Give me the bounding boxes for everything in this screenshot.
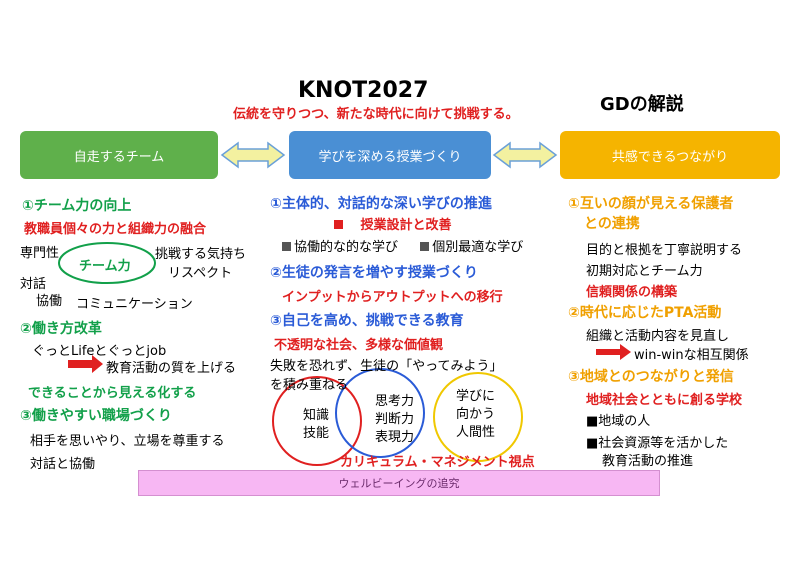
word-collaboration: 協働 (36, 294, 63, 309)
circle1-line1: 知識 (303, 408, 330, 423)
left-heading-1: ①チーム力の向上 (22, 198, 132, 214)
left-h3-line2: 対話と協働 (30, 457, 96, 472)
mid-h1-item-a: 協働的な的な学び (294, 240, 399, 255)
right-heading-1a: ①互いの顔が見える保護者 (568, 196, 734, 212)
right-h3-bullet2: ■社会資源等を活かした (586, 436, 729, 451)
left-heading-3: ③働きやすい職場づくり (20, 408, 172, 424)
word-respect: リスペクト (168, 266, 233, 281)
mid-h3-line1: 失敗を恐れず、生徒の「やってみよう」 (270, 359, 503, 374)
box-label: 共感できるつながり (611, 149, 729, 165)
circle-thinking (335, 368, 425, 458)
left-h2-line2: 教育活動の質を上げる (106, 361, 237, 376)
left-h2-line3: できることから見える化する (28, 386, 197, 401)
right-h3-bullet1: ■地域の人 (586, 414, 651, 429)
page-subtitle: 伝統を守りつつ、新たな時代に向けて挑戦する。 (233, 107, 519, 122)
mid-heading-3-sub: 不透明な社会、多様な価値観 (274, 338, 444, 353)
gray-square-icon (282, 242, 291, 251)
right-h3-bullet3: 教育活動の推進 (602, 454, 694, 469)
circle1-line2: 技能 (303, 426, 330, 441)
mid-h1-sub-text: 授業設計と改善 (360, 218, 452, 233)
word-team-power: チーム力 (79, 259, 131, 274)
mid-h1-items: 協働的な的な学び 個別最適な学び (282, 236, 523, 255)
mid-h3-line2: を積み重ねる (270, 378, 349, 393)
red-square-icon (334, 220, 343, 229)
circle2-line2: 判断力 (375, 412, 415, 427)
gray-square-icon (420, 242, 430, 251)
mid-heading-2-sub: インプットからアウトプットへの移行 (282, 290, 503, 305)
circle-knowledge (272, 376, 362, 466)
right-heading-2: ②時代に応じたPTA活動 (568, 305, 722, 321)
circle3-line3: 人間性 (456, 425, 496, 440)
mid-h1-item-b: 個別最適な学び (432, 240, 524, 255)
double-arrow-right (492, 141, 558, 169)
circle3-line1: 学びに (456, 389, 496, 404)
circle2-line3: 表現力 (375, 430, 415, 445)
curriculum-label: カリキュラム・マネジメント視点 (340, 455, 535, 470)
red-arrow-left (68, 355, 103, 373)
left-h2-line1: ぐっとLifeとぐっとjob (32, 344, 167, 359)
box-label: 学びを深める授業づくり (318, 149, 462, 165)
mid-heading-2: ②生徒の発言を増やす授業づくり (270, 265, 478, 281)
box-self-driving-team: 自走するチーム (20, 131, 218, 179)
mid-heading-3: ③自己を高め、挑戦できる教育 (270, 313, 464, 329)
box-deep-learning-lessons: 学びを深める授業づくり (289, 131, 491, 179)
circle-humanity (433, 372, 523, 462)
wellbeing-label: ウェルビーイングの追究 (338, 477, 460, 490)
double-arrow-left (220, 141, 286, 169)
left-heading-2: ②働き方改革 (20, 321, 102, 337)
mid-heading-1-sub: 授業設計と改善 (334, 214, 452, 233)
word-expertise: 専門性 (20, 246, 60, 261)
right-h1-line3: 信頼関係の構築 (586, 285, 678, 300)
page-title: KNOT2027 (298, 78, 429, 103)
right-h2-line2: win-winな相互関係 (634, 348, 749, 363)
right-h1-line2: 初期対応とチーム力 (586, 264, 703, 279)
wellbeing-band: ウェルビーイングの追究 (138, 470, 660, 496)
team-ellipse (58, 242, 156, 284)
box-label: 自走するチーム (73, 149, 165, 165)
word-challenge: 挑戦する気持ち (155, 247, 247, 262)
right-h3-sub: 地域社会とともに創る学校 (586, 393, 743, 408)
word-dialogue: 対話 (20, 277, 47, 292)
word-communication: コミュニケーション (76, 297, 193, 312)
box-empathetic-connections: 共感できるつながり (560, 131, 780, 179)
left-heading-1-sub: 教職員個々の力と組織力の融合 (24, 222, 207, 237)
right-heading-1b: との連携 (584, 216, 640, 232)
left-h3-line1: 相手を思いやり、立場を尊重する (30, 434, 225, 449)
red-arrow-right (596, 344, 631, 360)
gd-title: GDの解説 (600, 94, 684, 115)
right-heading-3: ③地域とのつながりと発信 (568, 369, 734, 385)
right-h1-line1: 目的と根拠を丁寧説明する (586, 243, 743, 258)
circle2-line1: 思考力 (375, 394, 415, 409)
mid-heading-1: ①主体的、対話的な深い学びの推進 (270, 196, 492, 212)
circle3-line2: 向かう (456, 407, 496, 422)
right-h2-line1: 組織と活動内容を見直し (586, 329, 730, 344)
